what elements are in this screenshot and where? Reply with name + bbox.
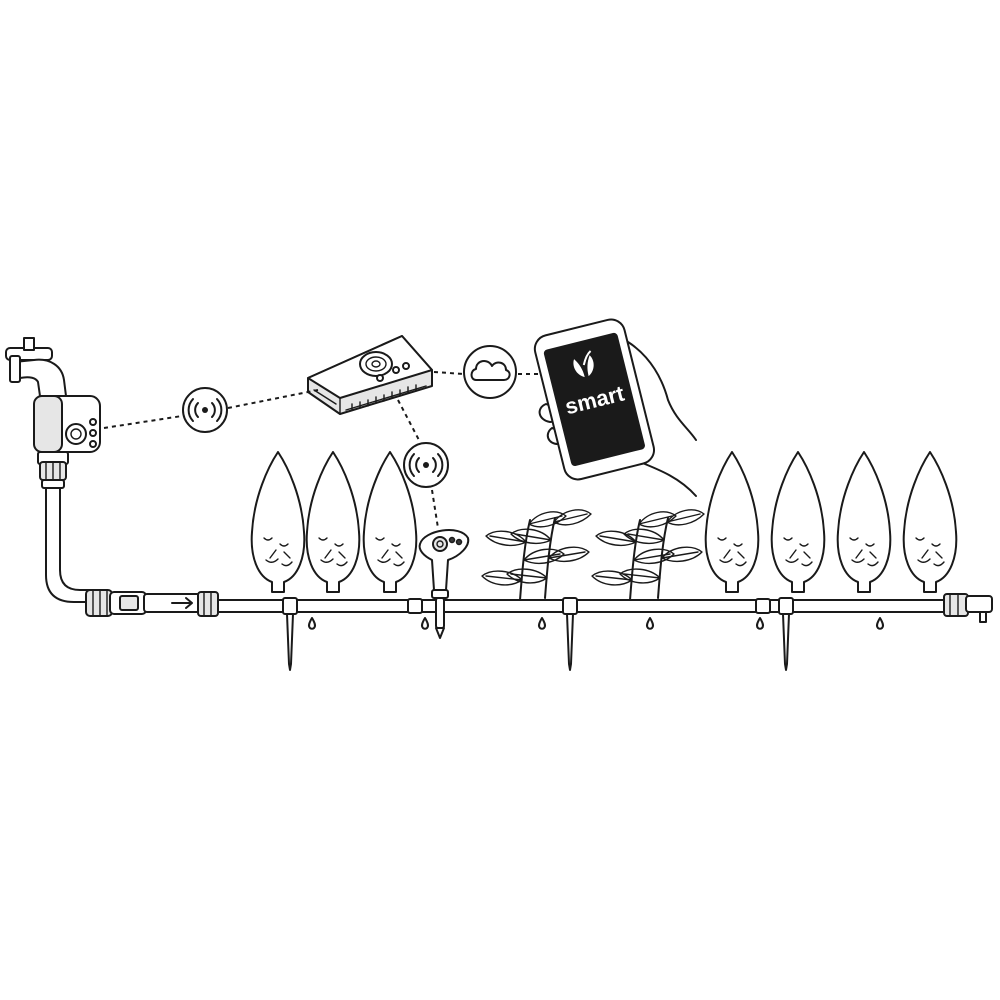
- drip-line-pipe: [45, 484, 949, 613]
- tree: [770, 451, 826, 593]
- ground-stake: [778, 597, 794, 671]
- cloud-icon: [463, 345, 517, 399]
- drippers: [307, 617, 885, 630]
- pipe-clip: [755, 598, 771, 614]
- water-drop-icon: [875, 617, 885, 630]
- wireless-signal-icon: [403, 442, 449, 488]
- smartphone: smart: [533, 318, 655, 481]
- water-drop-icon: [307, 617, 317, 630]
- pipe-clips: [407, 598, 771, 614]
- gateway-hub: [307, 335, 433, 415]
- tree: [704, 451, 760, 593]
- water-drop-icon: [537, 617, 547, 630]
- phone-screen: [543, 332, 645, 467]
- leafy-plants: [481, 508, 705, 601]
- pipe-clip: [407, 598, 423, 614]
- water-tap: [5, 337, 67, 397]
- water-controller: [33, 395, 101, 489]
- water-drop-icon: [645, 617, 655, 630]
- wireless-signal-icon: [182, 387, 228, 433]
- ground-stakes: [282, 597, 794, 671]
- tree-row-right: [704, 451, 958, 593]
- tree: [250, 451, 306, 593]
- tree: [902, 451, 958, 593]
- soil-sensor: [418, 529, 470, 639]
- tree: [836, 451, 892, 593]
- tree: [305, 451, 361, 593]
- leafy-plant: [506, 508, 592, 599]
- pipe-end-cap: [943, 593, 993, 623]
- leaf-logo-icon: [573, 350, 594, 378]
- ground-stake: [282, 597, 298, 671]
- pipe-connector: [85, 589, 219, 617]
- leafy-plant: [619, 508, 705, 599]
- ground-stake: [562, 597, 578, 671]
- water-drop-icon: [755, 617, 765, 630]
- water-drop-icon: [420, 617, 430, 630]
- hub-signal-icon: [359, 351, 393, 377]
- tree-row-left: [250, 451, 418, 593]
